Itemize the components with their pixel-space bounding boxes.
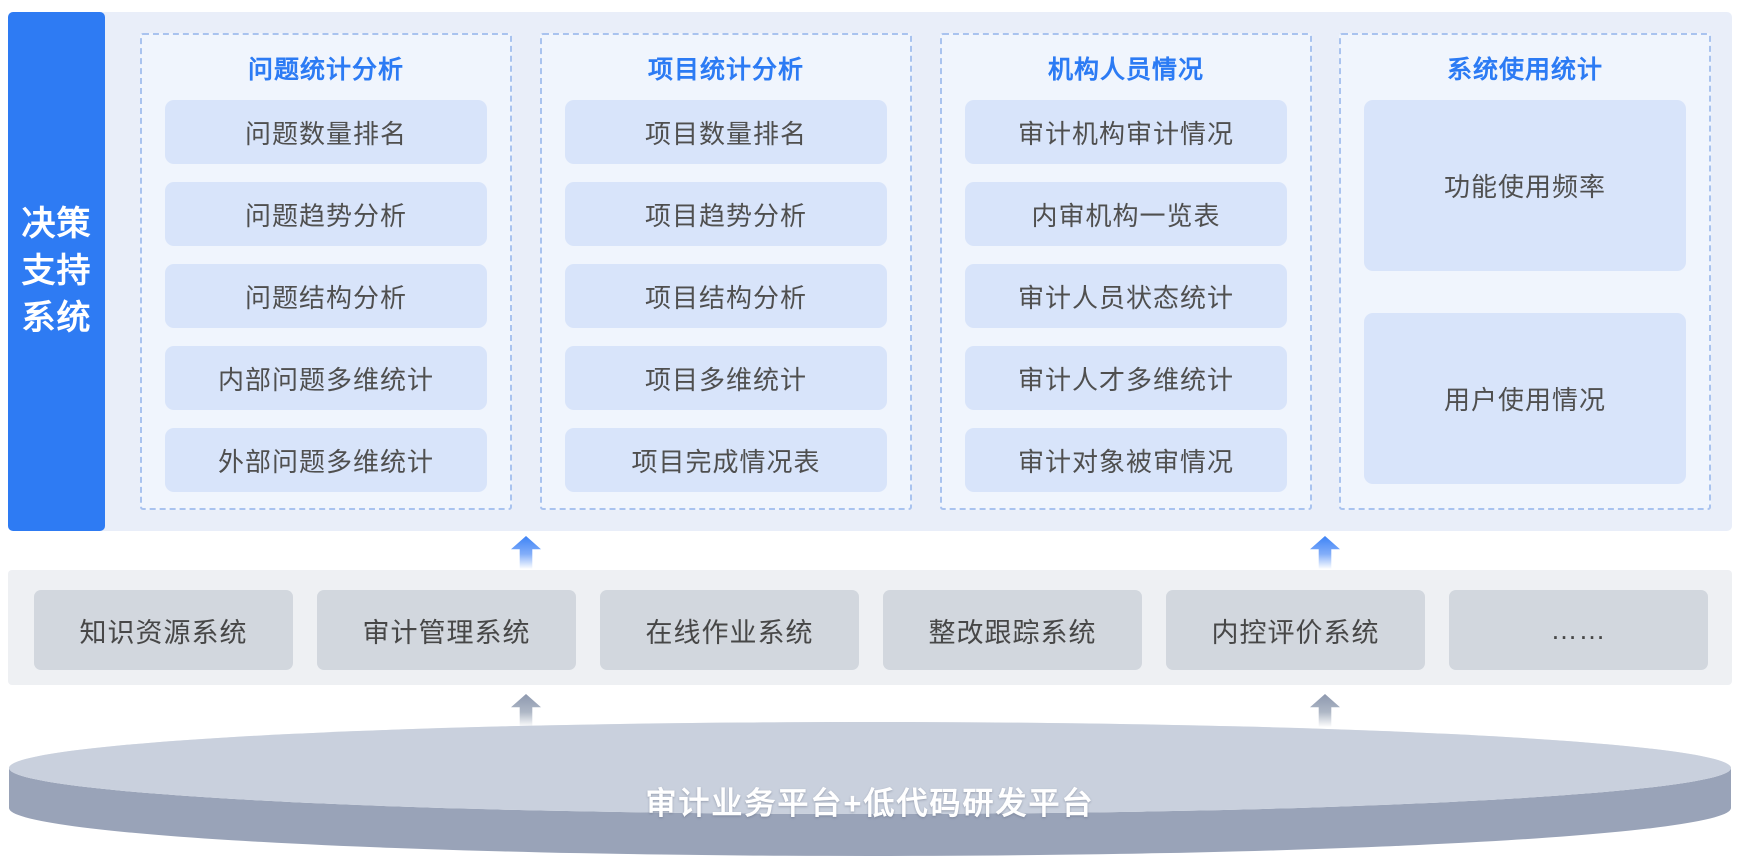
platform-label: 审计业务平台+低代码研发平台 xyxy=(645,785,1095,821)
sidebar-title-line: 系统 xyxy=(21,299,92,337)
stat-item: 项目数量排名 xyxy=(565,100,887,164)
column-project-stats: 项目统计分析 项目数量排名 项目趋势分析 项目结构分析 项目多维统计 项目完成情… xyxy=(540,33,912,510)
sidebar-title-line: 支持 xyxy=(21,252,92,290)
column-header: 系统使用统计 xyxy=(1446,55,1603,84)
stat-item: 项目趋势分析 xyxy=(565,182,887,246)
stat-item: 审计对象被审情况 xyxy=(965,428,1287,492)
decision-support-sidebar: 决策 支持 系统 xyxy=(8,12,105,531)
column-org-personnel: 机构人员情况 审计机构审计情况 内审机构一览表 审计人员状态统计 审计人才多维统… xyxy=(940,33,1312,510)
column-header: 机构人员情况 xyxy=(1047,55,1204,84)
system-box: …… xyxy=(1449,590,1708,670)
stat-item: 问题结构分析 xyxy=(165,264,487,328)
stat-item: 功能使用频率 xyxy=(1364,100,1686,271)
sidebar-title-line: 决策 xyxy=(21,205,92,243)
stat-item: 问题趋势分析 xyxy=(165,182,487,246)
column-items: 项目数量排名 项目趋势分析 项目结构分析 项目多维统计 项目完成情况表 xyxy=(542,100,910,492)
stat-item: 用户使用情况 xyxy=(1364,313,1686,484)
systems-band: 知识资源系统 审计管理系统 在线作业系统 整改跟踪系统 内控评价系统 …… xyxy=(8,570,1732,685)
stat-item: 审计人员状态统计 xyxy=(965,264,1287,328)
stat-item: 审计机构审计情况 xyxy=(965,100,1287,164)
column-header: 问题统计分析 xyxy=(247,55,404,84)
stat-item: 审计人才多维统计 xyxy=(965,346,1287,410)
stat-item: 内审机构一览表 xyxy=(965,182,1287,246)
system-box: 整改跟踪系统 xyxy=(883,590,1142,670)
column-items: 功能使用频率 用户使用情况 xyxy=(1341,100,1709,484)
stat-item: 外部问题多维统计 xyxy=(165,428,487,492)
cylinder-shape xyxy=(9,722,1731,856)
column-items: 审计机构审计情况 内审机构一览表 审计人员状态统计 审计人才多维统计 审计对象被… xyxy=(942,100,1310,492)
blue-up-arrow-icon xyxy=(511,536,541,569)
stat-item: 内部问题多维统计 xyxy=(165,346,487,410)
stat-item: 项目结构分析 xyxy=(565,264,887,328)
stat-item: 问题数量排名 xyxy=(165,100,487,164)
system-box: 内控评价系统 xyxy=(1166,590,1425,670)
stat-item: 项目多维统计 xyxy=(565,346,887,410)
column-system-usage: 系统使用统计 功能使用频率 用户使用情况 xyxy=(1339,33,1711,510)
system-box: 在线作业系统 xyxy=(600,590,859,670)
system-box: 知识资源系统 xyxy=(34,590,293,670)
blue-up-arrow-icon xyxy=(1310,536,1340,569)
system-box: 审计管理系统 xyxy=(317,590,576,670)
stat-item: 项目完成情况表 xyxy=(565,428,887,492)
platform-cylinder xyxy=(8,720,1732,860)
column-problem-stats: 问题统计分析 问题数量排名 问题趋势分析 问题结构分析 内部问题多维统计 外部问… xyxy=(140,33,512,510)
column-header: 项目统计分析 xyxy=(647,55,804,84)
column-items: 问题数量排名 问题趋势分析 问题结构分析 内部问题多维统计 外部问题多维统计 xyxy=(142,100,510,492)
decision-support-panel: 决策 支持 系统 问题统计分析 问题数量排名 问题趋势分析 问题结构分析 内部问… xyxy=(8,12,1732,531)
